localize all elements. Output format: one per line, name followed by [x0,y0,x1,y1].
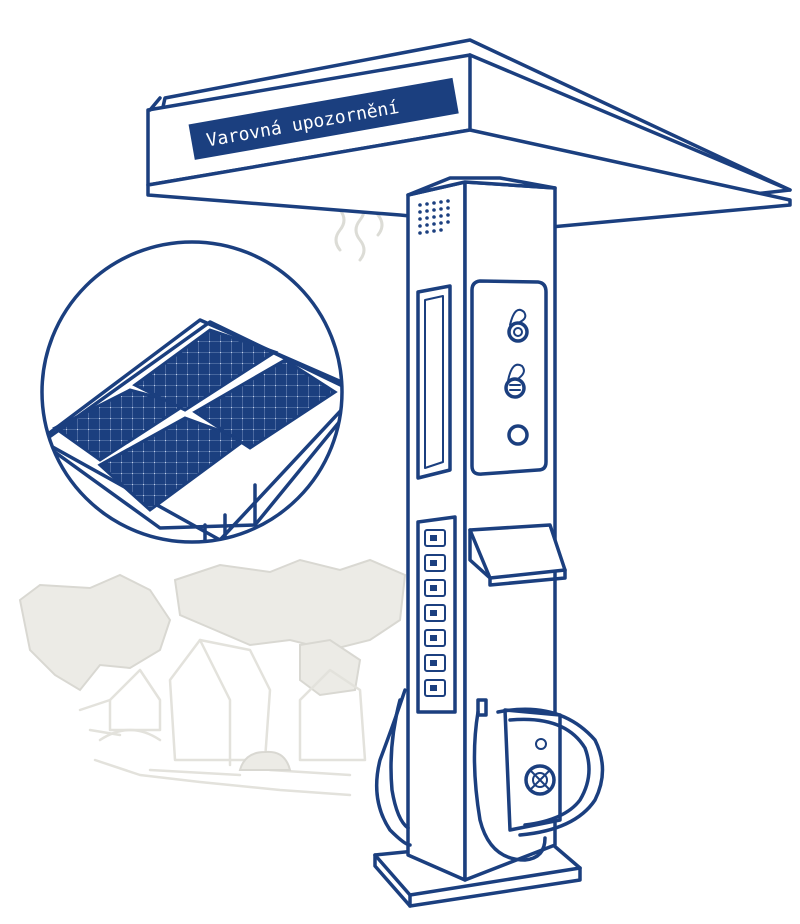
bike-stand [496,707,605,837]
canopy: Varovná upozornění [146,38,792,230]
locker[interactable] [424,604,446,622]
air-pump-icon[interactable] [503,708,562,832]
background-landscape [18,558,407,797]
warning-sign-panel [188,77,459,160]
solar-panel [192,358,338,450]
solar-panel-zoom [40,240,344,544]
charging-cable [374,688,412,847]
locker[interactable] [424,529,446,547]
folding-shelf[interactable] [468,523,567,587]
display-slot [416,284,452,480]
air-hose [472,710,547,862]
locker[interactable] [424,554,446,572]
locker[interactable] [424,579,446,597]
charging-pillar [373,176,605,908]
charging-connector-icon[interactable] [504,363,526,399]
locker[interactable] [424,679,446,697]
locker[interactable] [424,654,446,672]
round-button-icon[interactable] [507,424,529,446]
charging-connector-icon[interactable] [507,308,529,343]
speaker-grille-icon [418,199,450,235]
locker[interactable] [424,629,446,647]
